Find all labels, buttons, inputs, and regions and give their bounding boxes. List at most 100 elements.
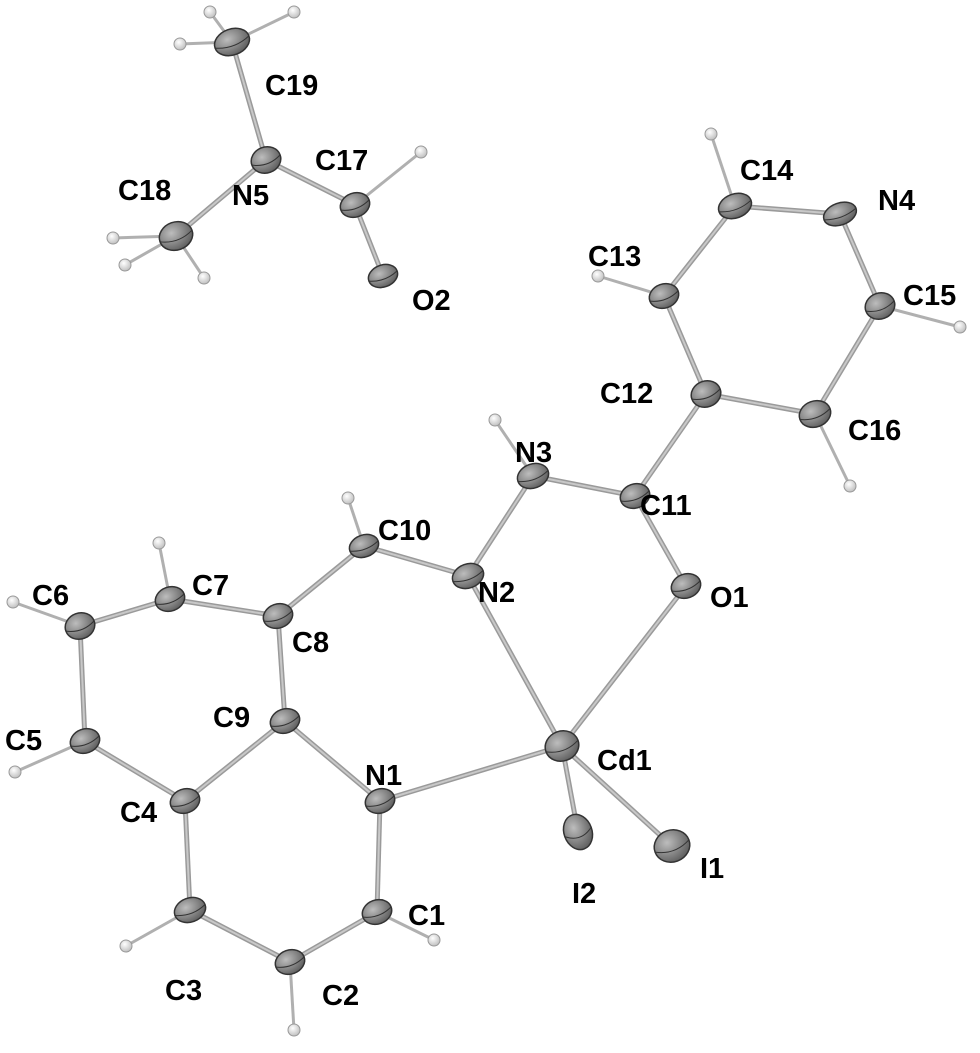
bond-highlight [277, 615, 286, 722]
atom-C10 [348, 533, 380, 559]
bond-highlight [231, 41, 267, 161]
atom-label-N2: N2 [478, 577, 515, 609]
atom-label-Cd1: Cd1 [597, 745, 652, 777]
bond-highlight [363, 545, 469, 577]
bond-highlight [839, 213, 881, 307]
atoms-layer [64, 27, 896, 976]
atom-N1 [364, 787, 396, 815]
bond-highlight [376, 800, 381, 913]
atom-label-C9: C9 [213, 702, 250, 734]
atom-label-C10: C10 [378, 515, 431, 547]
atom-label-C14: C14 [740, 155, 793, 187]
atom-label-I2: I2 [572, 878, 596, 910]
bond-highlight [189, 909, 291, 963]
hydrogen-atom [488, 413, 502, 427]
hydrogen-atom [152, 536, 166, 550]
atom-C14 [717, 192, 753, 220]
atom-N3 [516, 462, 550, 490]
atom-C6 [64, 612, 96, 640]
bond-highlight [289, 911, 378, 963]
bond-highlight [561, 585, 687, 747]
atom-C17 [339, 191, 371, 219]
bond-highlight [184, 720, 286, 802]
bond-highlight [184, 800, 191, 911]
atom-label-N4: N4 [878, 185, 915, 217]
bond-highlight [84, 740, 186, 802]
bond-highlight [379, 745, 563, 802]
atom-label-C16: C16 [848, 415, 901, 447]
bond-highlight [705, 393, 816, 415]
hydrogen-atom [427, 933, 441, 947]
bond-highlight [169, 598, 279, 617]
hydrogen-atom [6, 595, 20, 609]
atom-label-C12: C12 [600, 378, 653, 410]
atom-label-C17: C17 [315, 145, 368, 177]
atom-label-C6: C6 [32, 580, 69, 612]
atom-C9 [269, 707, 301, 735]
bond-highlight [663, 205, 736, 297]
atom-label-O1: O1 [710, 582, 749, 614]
atom-label-C5: C5 [5, 725, 42, 757]
atom-O2 [367, 263, 399, 289]
atom-C11 [619, 482, 651, 510]
atom-Cd1 [544, 730, 580, 762]
atom-C3 [173, 896, 207, 924]
atom-C19 [213, 27, 251, 57]
bond-highlight [467, 575, 563, 747]
hydrogen-atom [119, 939, 133, 953]
hydrogens-layer [6, 5, 967, 1037]
atom-label-C7: C7 [192, 570, 229, 602]
atom-label-C4: C4 [120, 797, 157, 829]
bond-highlight [734, 205, 841, 215]
bond-highlight [532, 475, 636, 497]
bond-highlight [265, 159, 356, 206]
atom-label-C13: C13 [588, 241, 641, 273]
hydrogen-atom [953, 320, 967, 334]
bond-highlight [277, 545, 365, 617]
atom-C18 [158, 220, 194, 252]
bond-highlight [175, 159, 267, 237]
bond-highlight [634, 495, 687, 587]
atom-N5 [250, 146, 282, 174]
atom-label-C11: C11 [640, 490, 692, 522]
atom-N4 [822, 201, 858, 227]
atom-C16 [798, 399, 832, 429]
hydrogen-atom [341, 491, 355, 505]
bond-highlight [284, 720, 381, 802]
hydrogen-atom [106, 231, 120, 245]
atom-label-O2: O2 [412, 285, 451, 317]
atom-label-C15: C15 [903, 280, 956, 312]
atom-C7 [154, 585, 186, 613]
atom-C15 [864, 292, 896, 320]
hydrogen-atom [203, 5, 217, 19]
hydrogen-atom [197, 271, 211, 285]
atom-C13 [648, 282, 680, 310]
bond-highlight [663, 295, 707, 395]
bond-highlight [561, 745, 673, 847]
hydrogen-atom [8, 765, 22, 779]
hydrogen-atom [704, 127, 718, 141]
hydrogen-atom [843, 479, 857, 493]
atom-label-N5: N5 [232, 180, 269, 212]
hydrogen-atom [173, 37, 187, 51]
hydrogen-atom [287, 5, 301, 19]
atom-C8 [262, 602, 294, 630]
atom-C4 [169, 787, 201, 815]
atom-O1 [670, 572, 702, 600]
bonds-layer [12, 10, 961, 1031]
atom-label-I1: I1 [700, 853, 724, 885]
bond-highlight [814, 305, 881, 415]
atom-label-N3: N3 [515, 437, 552, 469]
atom-C1 [361, 898, 393, 926]
atom-label-N1: N1 [365, 760, 402, 792]
hydrogen-atom [118, 258, 132, 272]
atom-C12 [690, 380, 722, 408]
atom-label-C3: C3 [165, 975, 202, 1007]
atom-label-C18: C18 [118, 175, 171, 207]
atom-I2 [562, 813, 594, 851]
atom-C5 [69, 727, 101, 755]
hydrogen-atom [287, 1023, 301, 1037]
atom-label-C19: C19 [265, 70, 318, 102]
hydrogen-atom [414, 145, 428, 159]
